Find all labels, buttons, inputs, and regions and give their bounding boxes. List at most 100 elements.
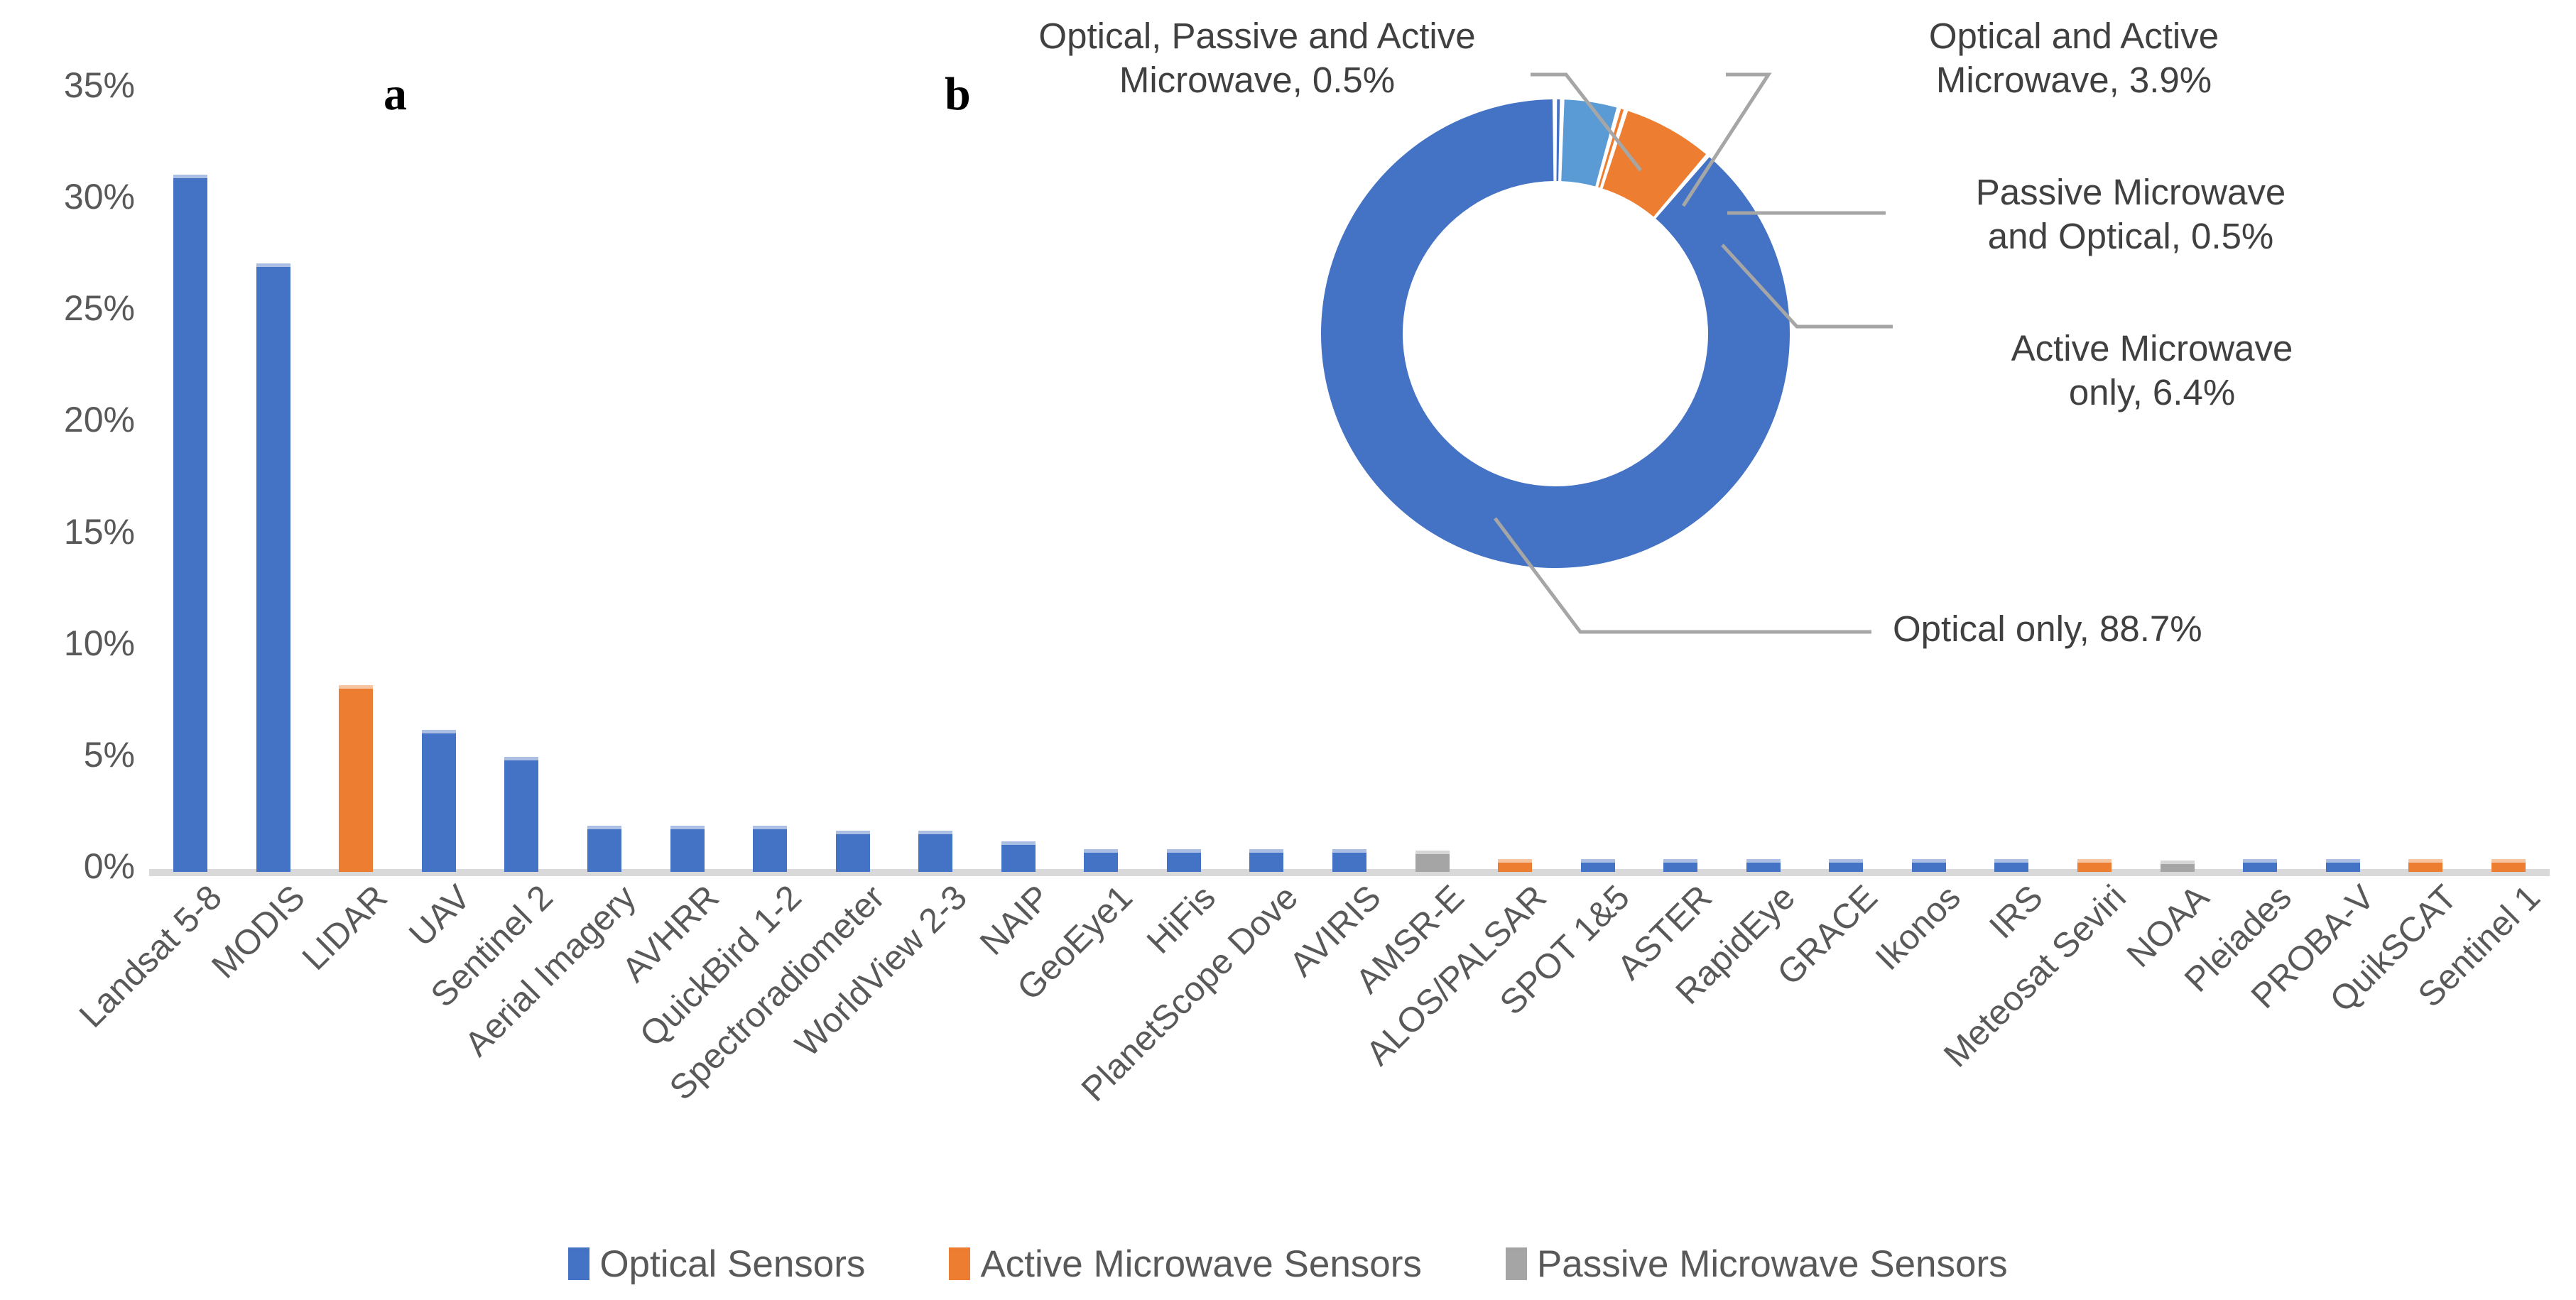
y-axis-tick-label: 35% bbox=[63, 65, 135, 105]
bar-plot-area bbox=[149, 91, 2550, 876]
y-axis-tick-label: 10% bbox=[63, 623, 135, 663]
legend-item-passive-microwave-sensors[interactable]: Passive Microwave Sensors bbox=[1505, 1242, 2008, 1286]
chart-legend: Optical Sensors Active Microwave Sensors P… bbox=[0, 1232, 2576, 1296]
callout-line-1: Optical, Passive and Active bbox=[1038, 16, 1476, 56]
bar-highlight-cap bbox=[504, 756, 539, 761]
bar-quikscat[interactable] bbox=[2408, 859, 2443, 872]
bar-highlight-cap bbox=[2077, 859, 2112, 864]
bar-naip[interactable] bbox=[1001, 841, 1036, 872]
bar-ikonos[interactable] bbox=[1911, 859, 1946, 872]
bar-highlight-cap bbox=[339, 685, 374, 690]
bar-proba-v[interactable] bbox=[2325, 859, 2360, 872]
bar-worldview-2-3[interactable] bbox=[918, 830, 953, 872]
y-axis-tick-label: 0% bbox=[83, 846, 135, 886]
panel-label-b: b bbox=[945, 68, 971, 120]
bar-avhrr[interactable] bbox=[670, 826, 705, 872]
legend-item-active-microwave-sensors[interactable]: Active Microwave Sensors bbox=[949, 1242, 1422, 1286]
donut-slice-optical-only[interactable] bbox=[1321, 99, 1790, 568]
bar-highlight-cap bbox=[1084, 849, 1119, 854]
bar-highlight-cap bbox=[753, 826, 788, 831]
bar-aviris[interactable] bbox=[1332, 849, 1366, 872]
legend-swatch-icon bbox=[949, 1247, 971, 1280]
bar-planetscope-dove[interactable] bbox=[1249, 849, 1284, 872]
bar-highlight-cap bbox=[1663, 859, 1698, 864]
bar-highlight-cap bbox=[1911, 859, 1946, 864]
legend-label: Active Microwave Sensors bbox=[980, 1242, 1422, 1285]
bar-highlight-cap bbox=[256, 263, 290, 268]
legend-item-optical-sensors[interactable]: Optical Sensors bbox=[568, 1242, 865, 1286]
bar-highlight-cap bbox=[587, 826, 622, 831]
bar-highlight-cap bbox=[1415, 850, 1450, 855]
bar-highlight-cap bbox=[2408, 859, 2443, 864]
x-axis-line bbox=[149, 869, 2550, 876]
bar-highlight-cap bbox=[1249, 849, 1284, 854]
callout-line-2: Microwave, 0.5% bbox=[1119, 60, 1396, 101]
bar-spectroradiometer[interactable] bbox=[835, 830, 870, 872]
callout-line-2: and Optical, 0.5% bbox=[1987, 216, 2274, 257]
bar-highlight-cap bbox=[1580, 859, 1615, 864]
bar-highlight-cap bbox=[421, 730, 456, 735]
callout-optical-passive-active: Optical, Passive and Active Microwave, 0… bbox=[1016, 14, 1499, 102]
y-axis-tick-label: 20% bbox=[63, 400, 135, 440]
y-axis-tick-label: 25% bbox=[63, 288, 135, 329]
bar-highlight-cap bbox=[1994, 859, 2029, 864]
callout-line-2: only, 6.4% bbox=[2068, 372, 2236, 413]
legend-swatch-icon bbox=[568, 1247, 590, 1280]
bar-pleiades[interactable] bbox=[2243, 859, 2278, 872]
donut-chart-panel-b bbox=[1271, 43, 1839, 625]
donut-slice-optical-passive-and-active-microwave[interactable] bbox=[1556, 99, 1560, 182]
bar-amsr-e[interactable] bbox=[1415, 850, 1450, 872]
x-axis-label-text: IRS bbox=[1982, 878, 2051, 946]
legend-label: Optical Sensors bbox=[599, 1242, 866, 1285]
bar-meteosat-seviri[interactable] bbox=[2077, 859, 2112, 872]
bar-highlight-cap bbox=[2325, 859, 2360, 864]
bar-sentinel-2[interactable] bbox=[504, 756, 539, 872]
bar-aerial-imagery[interactable] bbox=[587, 826, 622, 872]
bar-highlight-cap bbox=[1001, 841, 1036, 846]
bar-alos-palsar[interactable] bbox=[1498, 859, 1533, 872]
callout-line-1: Active Microwave bbox=[2011, 328, 2293, 368]
bar-landsat-5-8[interactable] bbox=[173, 174, 208, 872]
bar-highlight-cap bbox=[2243, 859, 2278, 864]
bar-highlight-cap bbox=[1746, 859, 1781, 864]
bar-modis[interactable] bbox=[256, 263, 290, 872]
bar-highlight-cap bbox=[1166, 849, 1201, 854]
callout-optical-and-active: Optical and Active Microwave, 3.9% bbox=[1854, 14, 2294, 102]
bar-highlight-cap bbox=[1829, 859, 1864, 864]
bar-highlight-cap bbox=[918, 830, 953, 835]
callout-line-1: Optical and Active bbox=[1928, 16, 2219, 56]
bar-highlight-cap bbox=[835, 830, 870, 835]
bar-geoeye1[interactable] bbox=[1084, 849, 1119, 872]
bar-spot-1-5[interactable] bbox=[1580, 859, 1615, 872]
bar-rapideye[interactable] bbox=[1746, 859, 1781, 872]
callout-line-1: Passive Microwave bbox=[1975, 172, 2286, 212]
bar-irs[interactable] bbox=[1994, 859, 2029, 872]
donut-svg bbox=[1321, 99, 1790, 568]
callout-line-1: Optical only, 88.7% bbox=[1893, 608, 2202, 649]
bar-aster[interactable] bbox=[1663, 859, 1698, 872]
bar-noaa[interactable] bbox=[2160, 861, 2195, 872]
legend-swatch-icon bbox=[1505, 1247, 1527, 1280]
bar-hifis[interactable] bbox=[1166, 849, 1201, 872]
bar-lidar[interactable] bbox=[339, 685, 374, 872]
legend-label: Passive Microwave Sensors bbox=[1536, 1242, 2008, 1285]
y-axis-tick-label: 30% bbox=[63, 177, 135, 217]
bar-highlight-cap bbox=[1332, 849, 1366, 854]
bar-uav[interactable] bbox=[421, 730, 456, 872]
callout-active-microwave-only: Active Microwave only, 6.4% bbox=[1932, 327, 2372, 415]
bar-chart-panel-a: 0% 5% 10% 15% 20% 25% 30% 35% bbox=[21, 67, 2550, 884]
bar-sentinel-1[interactable] bbox=[2491, 859, 2526, 872]
bar-highlight-cap bbox=[2160, 861, 2195, 865]
callout-passive-and-optical: Passive Microwave and Optical, 0.5% bbox=[1911, 170, 2351, 258]
y-axis-tick-label: 15% bbox=[63, 511, 135, 552]
y-axis: 0% 5% 10% 15% 20% 25% 30% 35% bbox=[21, 67, 135, 884]
legend-swatch-cap bbox=[1505, 1247, 1527, 1252]
legend-swatch-cap bbox=[568, 1247, 590, 1252]
bar-grace[interactable] bbox=[1829, 859, 1864, 872]
callout-line-2: Microwave, 3.9% bbox=[1935, 60, 2212, 101]
y-axis-tick-label: 5% bbox=[83, 734, 135, 775]
legend-swatch-cap bbox=[949, 1247, 971, 1252]
bar-highlight-cap bbox=[1498, 859, 1533, 864]
bar-quickbird-1-2[interactable] bbox=[753, 826, 788, 872]
